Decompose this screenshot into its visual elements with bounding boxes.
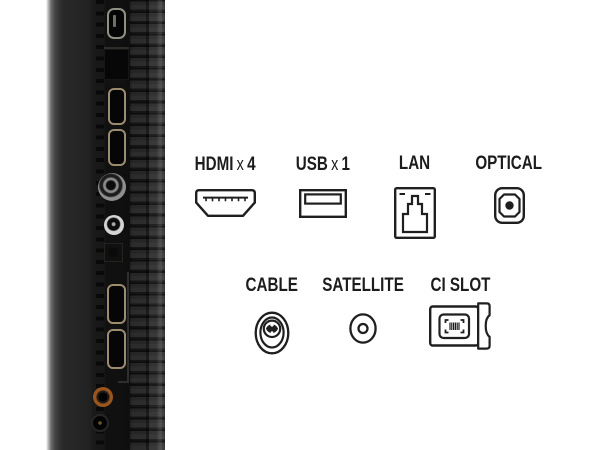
hdmi-port-1-icon xyxy=(108,88,126,125)
hdmi-port-3-icon xyxy=(107,284,126,324)
hdmi-port-4-icon xyxy=(107,329,126,369)
usb-tongue xyxy=(113,15,116,27)
lan-label: LAN xyxy=(399,153,431,174)
ci-module-icon xyxy=(429,302,491,350)
port-group-optical: OPTICAL xyxy=(464,153,554,224)
optical-label: OPTICAL xyxy=(475,153,543,174)
headphone-jack-port-icon xyxy=(91,414,109,432)
optical-audio-icon xyxy=(493,187,525,224)
hdmi-port-2-icon xyxy=(108,129,126,166)
port-group-lan: LAN xyxy=(370,153,460,239)
hdmi-connector-icon xyxy=(194,189,256,217)
cable-label: CABLE xyxy=(245,275,299,296)
ethernet-jack-icon xyxy=(394,187,436,239)
port-group-satellite: SATELLITE xyxy=(318,275,408,344)
edge-ribs xyxy=(130,0,165,450)
coax-cable-icon xyxy=(254,311,290,355)
tv-side-panel xyxy=(46,0,165,450)
satellite-port-icon xyxy=(104,215,124,235)
satellite-label: SATELLITE xyxy=(322,275,404,296)
usb-connector-icon xyxy=(299,189,347,218)
ci-slot-cover-edge xyxy=(127,272,129,383)
ci-slot-cover-foot xyxy=(118,381,129,383)
ethernet-lip xyxy=(106,80,125,85)
optical-port-icon xyxy=(104,243,123,262)
usb-port-icon xyxy=(107,8,126,39)
ci-slot-label: CI SLOT xyxy=(430,275,490,296)
satellite-connector-icon xyxy=(349,313,377,344)
vent-slots xyxy=(96,0,104,450)
cable-antenna-port-icon xyxy=(98,173,126,201)
port-group-ci-slot: CI SLOT xyxy=(415,275,505,350)
port-group-cable: CABLE xyxy=(227,275,317,355)
av-input-port-icon xyxy=(93,387,113,407)
ethernet-port-icon xyxy=(104,47,129,85)
